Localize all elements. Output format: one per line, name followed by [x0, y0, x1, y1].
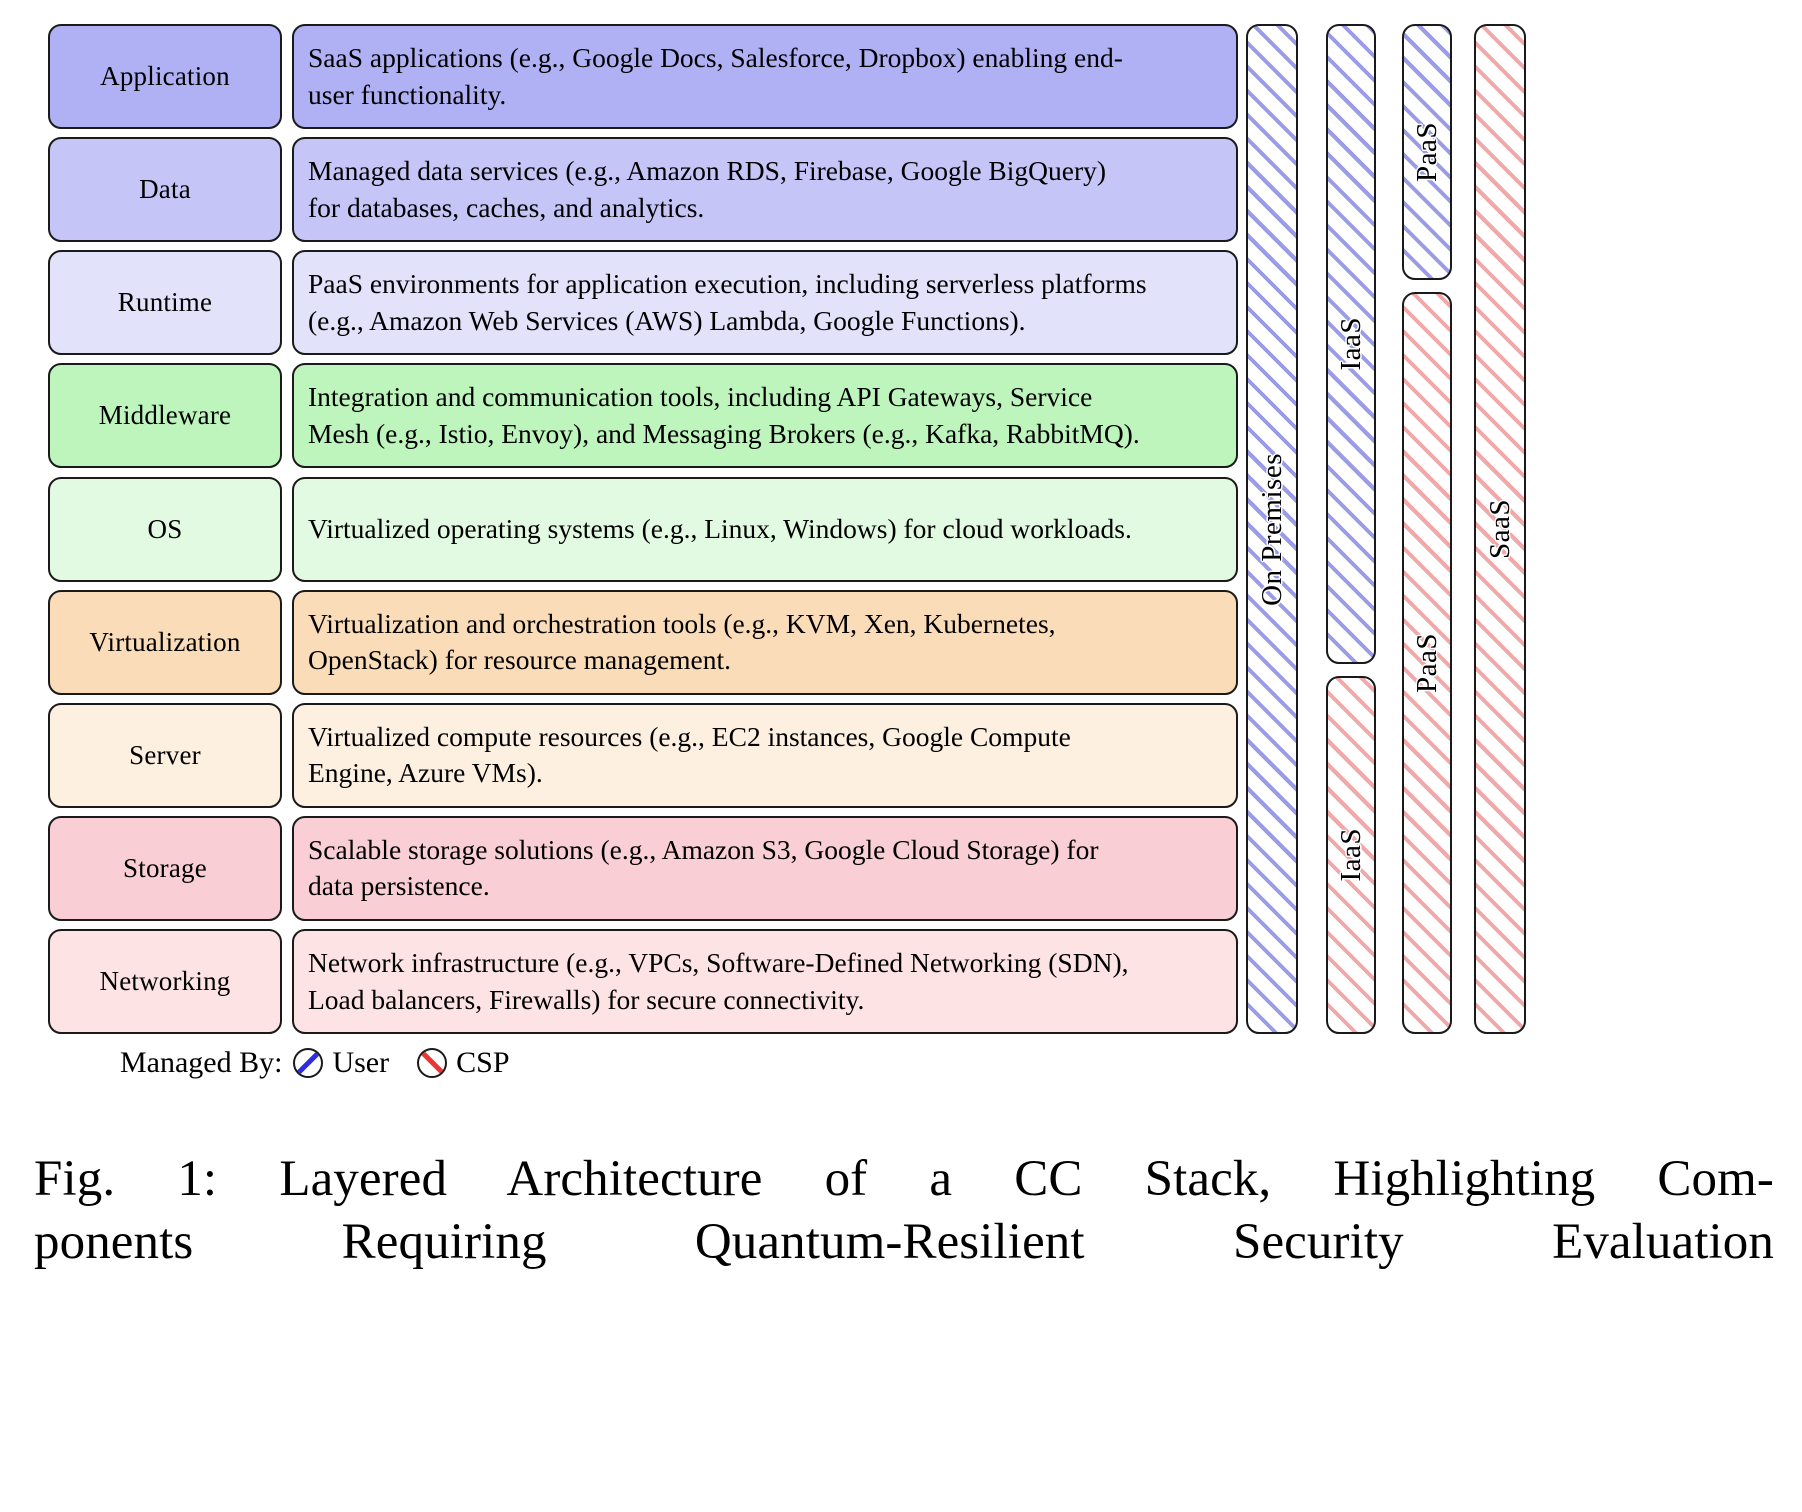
layer-description-middleware: Integration and communication tools, inc…: [292, 363, 1238, 469]
bar-label-iaas-csp: IaaS: [1334, 828, 1367, 882]
layer-row-os: OS Virtualized operating systems (e.g., …: [48, 476, 1238, 582]
layer-row-storage: Storage Scalable storage solutions (e.g.…: [48, 815, 1238, 921]
desc-line: Network infrastructure (e.g., VPCs, Soft…: [308, 946, 1129, 978]
desc-line: Integration and communication tools, inc…: [308, 381, 1093, 413]
desc-line: Scalable storage solutions (e.g., Amazon…: [308, 833, 1099, 865]
bar-segment-paas-user: PaaS: [1402, 24, 1452, 280]
desc-line: data persistence.: [308, 870, 490, 902]
layer-description-application: SaaS applications (e.g., Google Docs, Sa…: [292, 24, 1238, 129]
layer-name-os: OS: [48, 476, 282, 582]
layer-name-middleware: Middleware: [48, 363, 282, 469]
bar-label-saas: SaaS: [1483, 499, 1516, 559]
caption-line-1: Fig. 1: Layered Architecture of a CC Sta…: [34, 1151, 1774, 1207]
desc-line: Virtualization and orchestration tools (…: [308, 607, 1056, 639]
layer-description-runtime: PaaS environments for application execut…: [292, 250, 1238, 356]
layer-name-storage: Storage: [48, 815, 282, 921]
legend-label-csp: CSP: [456, 1046, 510, 1079]
bar-segment-saas-csp: SaaS: [1474, 24, 1526, 1034]
legend-label-user: User: [332, 1046, 390, 1079]
circle-backslash-blue-icon: [293, 1048, 324, 1078]
layer-row-networking: Networking Network infrastructure (e.g.,…: [48, 929, 1238, 1034]
layer-description-networking: Network infrastructure (e.g., VPCs, Soft…: [292, 929, 1238, 1034]
desc-line: Virtualized compute resources (e.g., EC2…: [308, 720, 1071, 752]
figure-caption: Fig. 1: Layered Architecture of a CC Sta…: [34, 1148, 1774, 1274]
layer-name-data: Data: [48, 137, 282, 243]
service-model-column-iaas: IaaS IaaS: [1326, 24, 1376, 1034]
desc-line: (e.g., Amazon Web Services (AWS) Lambda,…: [308, 304, 1026, 336]
bar-segment-on-premises-user: On Premises: [1246, 24, 1298, 1034]
layer-row-application: Application SaaS applications (e.g., Goo…: [48, 24, 1238, 129]
desc-line: Engine, Azure VMs).: [308, 757, 543, 789]
desc-line: Mesh (e.g., Istio, Envoy), and Messaging…: [308, 417, 1140, 449]
bar-segment-iaas-user: IaaS: [1326, 24, 1376, 664]
bar-segment-iaas-csp: IaaS: [1326, 676, 1376, 1034]
layer-row-virtualization: Virtualization Virtualization and orches…: [48, 589, 1238, 695]
desc-line: SaaS applications (e.g., Google Docs, Sa…: [308, 41, 1123, 73]
layer-row-middleware: Middleware Integration and communication…: [48, 363, 1238, 469]
bar-label-paas-user: PaaS: [1410, 122, 1443, 182]
caption-line-2: ponents Requiring Quantum-Resilient Secu…: [34, 1214, 1774, 1271]
desc-line: Managed data services (e.g., Amazon RDS,…: [308, 155, 1107, 187]
desc-line: Virtualized operating systems (e.g., Lin…: [308, 512, 1132, 544]
layer-stack: Application SaaS applications (e.g., Goo…: [48, 24, 1238, 1034]
layer-name-runtime: Runtime: [48, 250, 282, 356]
layer-description-server: Virtualized compute resources (e.g., EC2…: [292, 702, 1238, 808]
layer-description-data: Managed data services (e.g., Amazon RDS,…: [292, 137, 1238, 243]
layer-row-runtime: Runtime PaaS environments for applicatio…: [48, 250, 1238, 356]
bar-label-on-premises: On Premises: [1255, 452, 1288, 606]
desc-line: PaaS environments for application execut…: [308, 268, 1147, 300]
layer-row-data: Data Managed data services (e.g., Amazon…: [48, 137, 1238, 243]
desc-line: Load balancers, Firewalls) for secure co…: [308, 983, 865, 1015]
desc-line: user functionality.: [308, 78, 507, 110]
circle-slash-red-icon: [417, 1048, 448, 1078]
legend-title: Managed By:: [120, 1046, 283, 1079]
desc-line: for databases, caches, and analytics.: [308, 191, 705, 223]
layer-name-application: Application: [48, 24, 282, 129]
layer-name-virtualization: Virtualization: [48, 589, 282, 695]
service-model-column-on-premises: On Premises: [1246, 24, 1298, 1034]
layer-description-virtualization: Virtualization and orchestration tools (…: [292, 589, 1238, 695]
bar-segment-paas-csp: PaaS: [1402, 292, 1452, 1034]
bar-label-paas-csp: PaaS: [1410, 633, 1443, 693]
layer-name-networking: Networking: [48, 929, 282, 1034]
layer-name-server: Server: [48, 702, 282, 808]
layer-description-os: Virtualized operating systems (e.g., Lin…: [292, 476, 1238, 582]
legend: Managed By: User CSP: [120, 1046, 521, 1080]
bar-label-iaas-user: IaaS: [1334, 317, 1367, 371]
layer-description-storage: Scalable storage solutions (e.g., Amazon…: [292, 815, 1238, 921]
desc-line: OpenStack) for resource management.: [308, 644, 732, 676]
layer-row-server: Server Virtualized compute resources (e.…: [48, 702, 1238, 808]
service-model-column-paas: PaaS PaaS: [1402, 24, 1452, 1034]
service-model-column-saas: SaaS: [1474, 24, 1526, 1034]
service-model-bars: On Premises IaaS IaaS PaaS PaaS SaaS: [1246, 24, 1786, 1034]
